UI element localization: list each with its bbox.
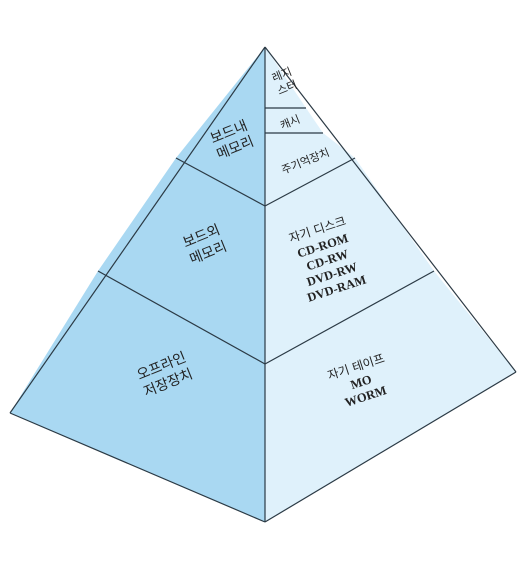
outline-bottom-left bbox=[9, 412, 266, 523]
outline-bottom-right bbox=[264, 371, 517, 523]
outline-right-edge bbox=[264, 46, 517, 373]
label-tape-item-1: MO bbox=[349, 372, 374, 392]
left-band-on-board bbox=[176, 47, 265, 206]
right-band-cache bbox=[265, 108, 323, 133]
divider-left-2 bbox=[97, 270, 266, 365]
left-band-offline bbox=[10, 271, 265, 522]
divider-right-2 bbox=[264, 270, 435, 365]
right-band-disk bbox=[265, 158, 434, 364]
right-band-tape bbox=[265, 271, 516, 522]
pyramid-edges bbox=[9, 46, 517, 523]
divider-right-1 bbox=[264, 157, 356, 207]
outline-left-edge bbox=[9, 46, 266, 414]
right-band-register bbox=[265, 47, 306, 108]
left-band-off-board bbox=[98, 158, 265, 364]
divider-left-1 bbox=[175, 157, 266, 207]
right-band-main-memory bbox=[265, 133, 355, 206]
